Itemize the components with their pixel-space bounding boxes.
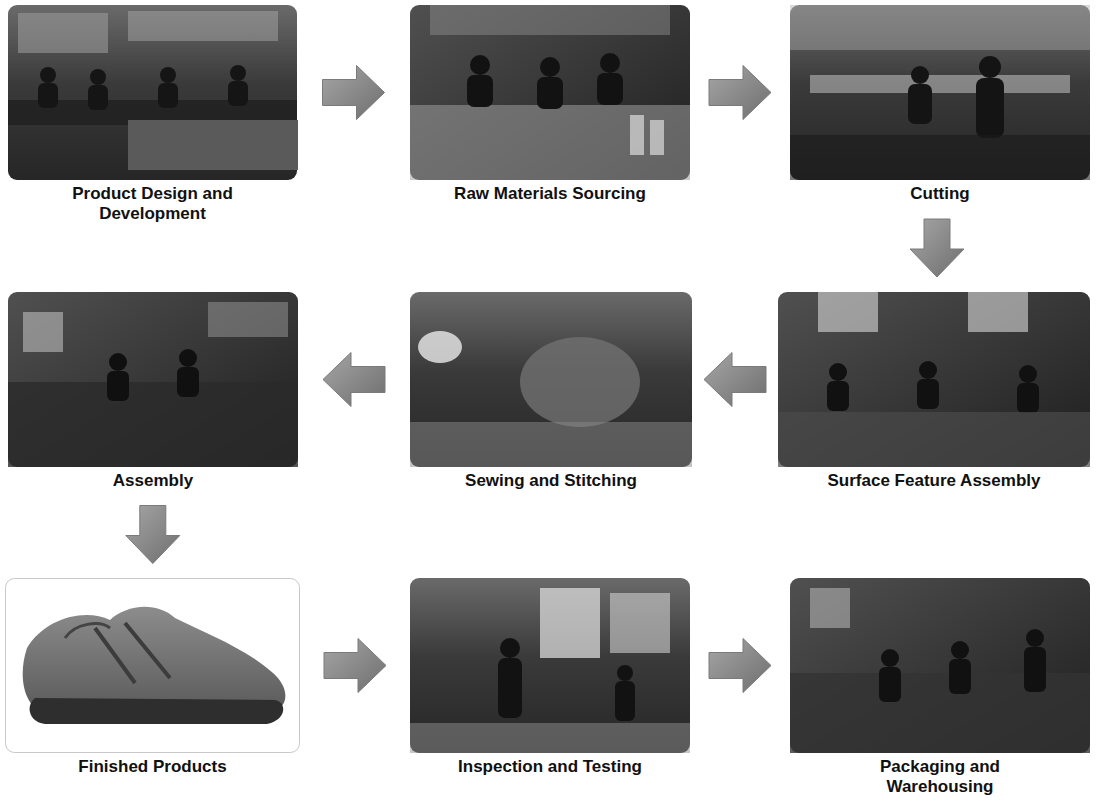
arrow-shape — [704, 353, 766, 407]
arrow-shape — [910, 219, 964, 277]
photo-cutting — [790, 5, 1090, 180]
photo-step: Product Design and Development — [8, 5, 297, 224]
arrow-shape — [709, 639, 771, 693]
block-arrow — [704, 353, 766, 407]
photo-area — [790, 578, 1090, 753]
step-caption: Raw Materials Sourcing — [410, 184, 690, 204]
photo-sewing — [410, 292, 692, 467]
photo-surface — [778, 292, 1090, 467]
photo-area — [8, 5, 297, 180]
photo-step: Sewing and Stitching — [410, 292, 692, 491]
photo-step: Inspection and Testing — [410, 578, 690, 777]
step-caption: Sewing and Stitching — [410, 471, 692, 491]
block-arrow — [323, 353, 385, 407]
step-caption: Packaging and Warehousing — [840, 757, 1040, 797]
photo-materials — [410, 5, 690, 180]
photo-shoe — [6, 579, 300, 753]
step-caption: Finished Products — [5, 757, 300, 777]
step-caption: Cutting — [790, 184, 1090, 204]
step-caption: Inspection and Testing — [410, 757, 690, 777]
photo-step: Surface Feature Assembly — [778, 292, 1090, 491]
step-caption: Surface Feature Assembly — [778, 471, 1090, 491]
step-caption: Assembly — [8, 471, 298, 491]
photo-area — [410, 578, 690, 753]
photo-packaging — [790, 578, 1090, 753]
photo-step: Cutting — [790, 5, 1090, 204]
block-arrow — [910, 219, 964, 277]
photo-area — [5, 578, 300, 753]
block-arrow — [709, 66, 771, 120]
arrow-shape — [324, 639, 386, 693]
photo-area — [790, 5, 1090, 180]
photo-step: Assembly — [8, 292, 298, 491]
arrow-shape — [323, 353, 385, 407]
photo-inspection — [410, 578, 690, 753]
step-caption: Product Design and Development — [38, 184, 268, 224]
photo-design — [8, 5, 298, 180]
block-arrow — [323, 66, 385, 120]
block-arrow — [709, 639, 771, 693]
arrow-shape — [126, 506, 180, 564]
photo-area — [410, 292, 692, 467]
photo-step: Finished Products — [5, 578, 300, 777]
photo-area — [8, 292, 298, 467]
photo-assembly — [8, 292, 298, 467]
photo-step: Raw Materials Sourcing — [410, 5, 690, 204]
block-arrow — [126, 506, 180, 564]
photo-area — [410, 5, 690, 180]
photo-area — [778, 292, 1090, 467]
block-arrow — [324, 639, 386, 693]
arrow-shape — [709, 66, 771, 120]
photo-step: Packaging and Warehousing — [790, 578, 1090, 797]
arrow-shape — [323, 66, 385, 120]
